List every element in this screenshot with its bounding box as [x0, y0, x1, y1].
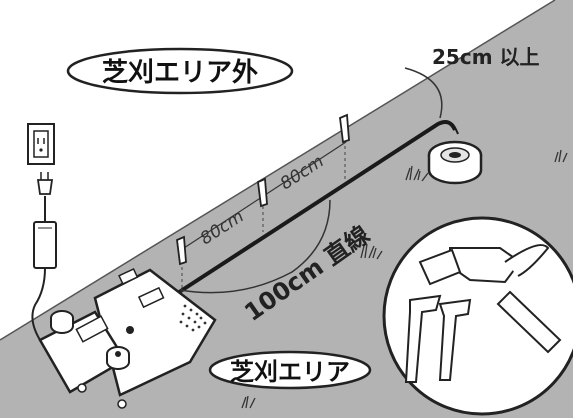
- hammer-icon: [418, 244, 562, 354]
- wire-peg-icon: [404, 294, 472, 383]
- charging-station-icon: [38, 267, 217, 409]
- wire-pull: [437, 121, 459, 135]
- power-cable: [31, 196, 46, 341]
- straight-line-arc: [179, 199, 331, 294]
- wire-peg-icon: [176, 113, 350, 266]
- inside-area-label: 芝刈エリア: [208, 350, 372, 390]
- power-adapter-icon: [33, 221, 57, 269]
- outside-area-text: 芝刈エリア外: [102, 58, 258, 88]
- wire-spool-icon: [427, 140, 483, 185]
- distance-arc: [404, 67, 443, 119]
- wall-outlet-icon: [27, 123, 55, 165]
- outside-area-label: 芝刈エリア外: [66, 47, 294, 95]
- min-distance-text: 25cm 以上: [432, 45, 540, 69]
- power-plug-icon: [36, 172, 54, 195]
- lawn-edge: [0, 0, 556, 341]
- inside-area-text: 芝刈エリア: [230, 358, 350, 386]
- hammer-inset: [382, 216, 573, 416]
